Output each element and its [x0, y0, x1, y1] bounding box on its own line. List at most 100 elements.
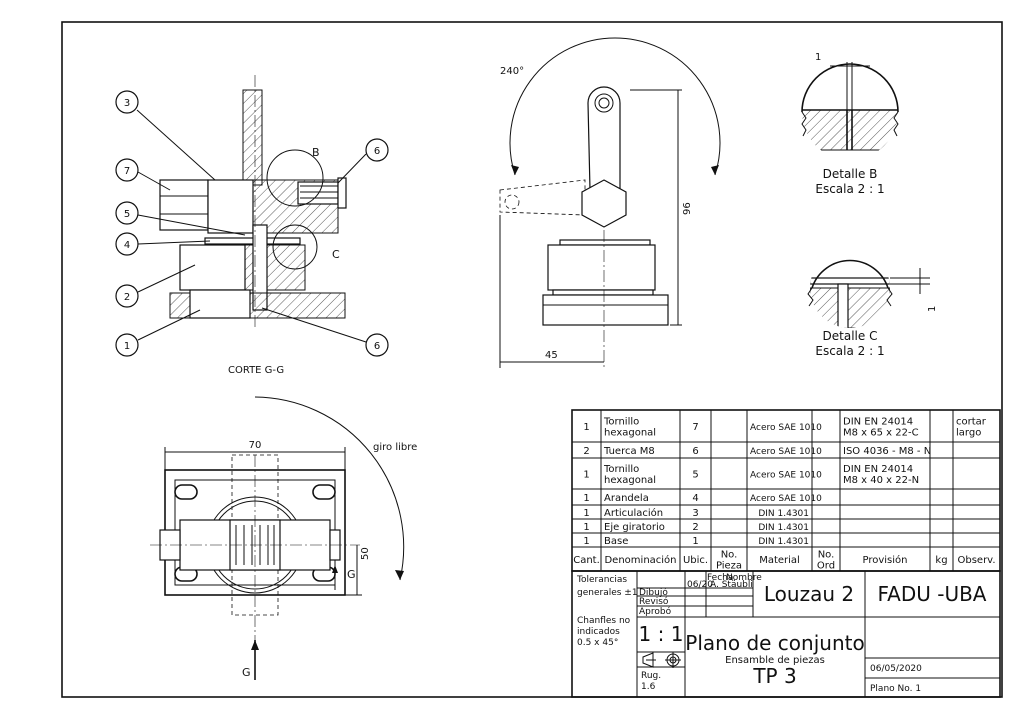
parts-cell: 2: [692, 522, 698, 533]
parts-cell: Tuerca M8: [603, 446, 655, 457]
parts-header: Pieza: [716, 561, 742, 572]
tolerances-line2: generales ±1: [577, 588, 638, 598]
project-name: Louzau 2: [764, 582, 854, 606]
reviewed-by-label: Revisó: [639, 596, 669, 607]
drawing-title: Plano de conjunto: [685, 631, 864, 655]
parts-cell: Tornillo: [603, 464, 639, 475]
balloon-6-top: 6: [374, 146, 380, 157]
height-dimension: 96: [682, 202, 693, 215]
balloon-3: 3: [124, 98, 130, 109]
section-mark-right: G: [347, 568, 356, 581]
parts-cell: 5: [692, 470, 698, 481]
parts-cell: 1: [583, 536, 589, 547]
parts-cell: hexagonal: [604, 428, 656, 439]
parts-header: Ubic.: [683, 555, 708, 566]
parts-cell: cortar: [956, 417, 987, 428]
parts-cell: M8 x 40 x 22-N: [843, 475, 919, 486]
parts-header: Material: [759, 555, 800, 566]
detail-c-scale: Escala 2 : 1: [815, 344, 884, 358]
parts-cell: largo: [956, 428, 981, 439]
projection-symbol-icon: [642, 652, 681, 668]
parts-cell: 1: [583, 470, 589, 481]
parts-header: Ord: [817, 561, 835, 572]
drawing-subtitle: Ensamble de piezas: [725, 655, 825, 666]
parts-cell: 1: [583, 493, 589, 504]
parts-cell: 6: [692, 446, 698, 457]
parts-header: Denominación: [604, 554, 676, 566]
drawn-date: 06/20: [687, 580, 713, 590]
title-block: Tolerancias generales ±1 Chanfles no ind…: [571, 570, 1001, 698]
parts-cell: ISO 4036 - M8 - N: [843, 446, 931, 457]
balloon-2: 2: [124, 292, 130, 303]
drawn-by-name: A. Stäubli: [710, 580, 753, 590]
sheet-number: Plano No. 1: [870, 684, 921, 694]
parts-cell: Eje giratorio: [604, 522, 665, 533]
detail-b-dimension: 1: [815, 52, 821, 63]
front-view: 240° 96 45: [499, 37, 721, 368]
drawn-by-label: Dibujó: [639, 587, 668, 598]
parts-header: Observ.: [957, 555, 995, 566]
roughness-label: Rug.: [641, 671, 661, 681]
parts-header: kg: [935, 555, 947, 566]
top-width-dimension: 70: [249, 440, 262, 451]
parts-cell: 2: [583, 446, 589, 457]
scale: 1 : 1: [639, 622, 684, 646]
parts-cell: Acero SAE 1010: [750, 423, 822, 433]
parts-cell: Articulación: [604, 507, 663, 519]
balloon-6-bottom: 6: [374, 341, 380, 352]
name-header: Nombre: [726, 573, 762, 583]
parts-cell: M8 x 65 x 22-C: [843, 428, 919, 439]
parts-header: Provisión: [862, 554, 907, 566]
institution: FADU -UBA: [877, 582, 986, 606]
top-height-dimension: 50: [360, 547, 371, 560]
top-view: giro libre 70 50 G G: [150, 396, 417, 680]
detail-c-dimension: 1: [927, 306, 938, 312]
chamfer-line1: Chanfles no: [577, 616, 631, 626]
chamfer-line3: 0.5 x 45°: [577, 638, 618, 648]
parts-header: Cant.: [573, 555, 600, 566]
parts-cell: 4: [692, 493, 698, 504]
balloon-5: 5: [124, 209, 130, 220]
detail-b-title: Detalle B: [823, 167, 878, 181]
parts-header: No.: [721, 550, 738, 561]
section-mark-bottom: G: [242, 666, 251, 679]
parts-cell: 3: [692, 508, 698, 519]
parts-cell: 1: [583, 508, 589, 519]
parts-cell: DIN EN 24014: [843, 417, 913, 428]
drawing-border: [61, 21, 1003, 698]
rotation-angle: 240°: [500, 66, 524, 77]
balloon-1: 1: [124, 341, 130, 352]
roughness-value: 1.6: [641, 682, 656, 692]
detail-b-scale: Escala 2 : 1: [815, 182, 884, 196]
drawing-date: 06/05/2020: [870, 664, 922, 674]
parts-cell: 1: [583, 522, 589, 533]
parts-cell: Acero SAE 1010: [750, 494, 822, 504]
parts-cell: Arandela: [604, 493, 649, 504]
balloons: 3 7 5 4 2 1 6 6: [115, 90, 389, 357]
parts-cell: DIN 1.4301: [758, 523, 809, 533]
balloon-7: 7: [124, 166, 130, 177]
detail-b-marker: B: [312, 146, 320, 159]
parts-cell: Tornillo: [603, 417, 639, 428]
parts-cell: Acero SAE 1010: [750, 447, 822, 457]
parts-cell: hexagonal: [604, 475, 656, 486]
tolerances-line1: Tolerancias: [576, 575, 627, 585]
detail-c-marker: C: [332, 248, 340, 261]
width-dimension: 45: [545, 350, 558, 361]
detail-b: 1 Detalle B Escala 2 : 1: [801, 52, 899, 196]
section-title: CORTE G-G: [228, 365, 284, 376]
parts-cell: Base: [604, 536, 628, 547]
chamfer-line2: indicados: [577, 627, 620, 637]
parts-cell: 1: [583, 422, 589, 433]
parts-cell: 1: [692, 536, 698, 547]
parts-header: No.: [818, 550, 835, 561]
parts-cell: Acero SAE 1010: [750, 471, 822, 481]
rotation-note: giro libre: [373, 442, 417, 453]
approved-by-label: Aprobó: [639, 606, 672, 617]
parts-cell: DIN 1.4301: [758, 537, 809, 547]
section-view: B C CORTE G-G 3 7 5 4 2 1 6 6: [115, 75, 389, 376]
balloon-4: 4: [124, 240, 130, 251]
parts-cell: DIN EN 24014: [843, 464, 913, 475]
